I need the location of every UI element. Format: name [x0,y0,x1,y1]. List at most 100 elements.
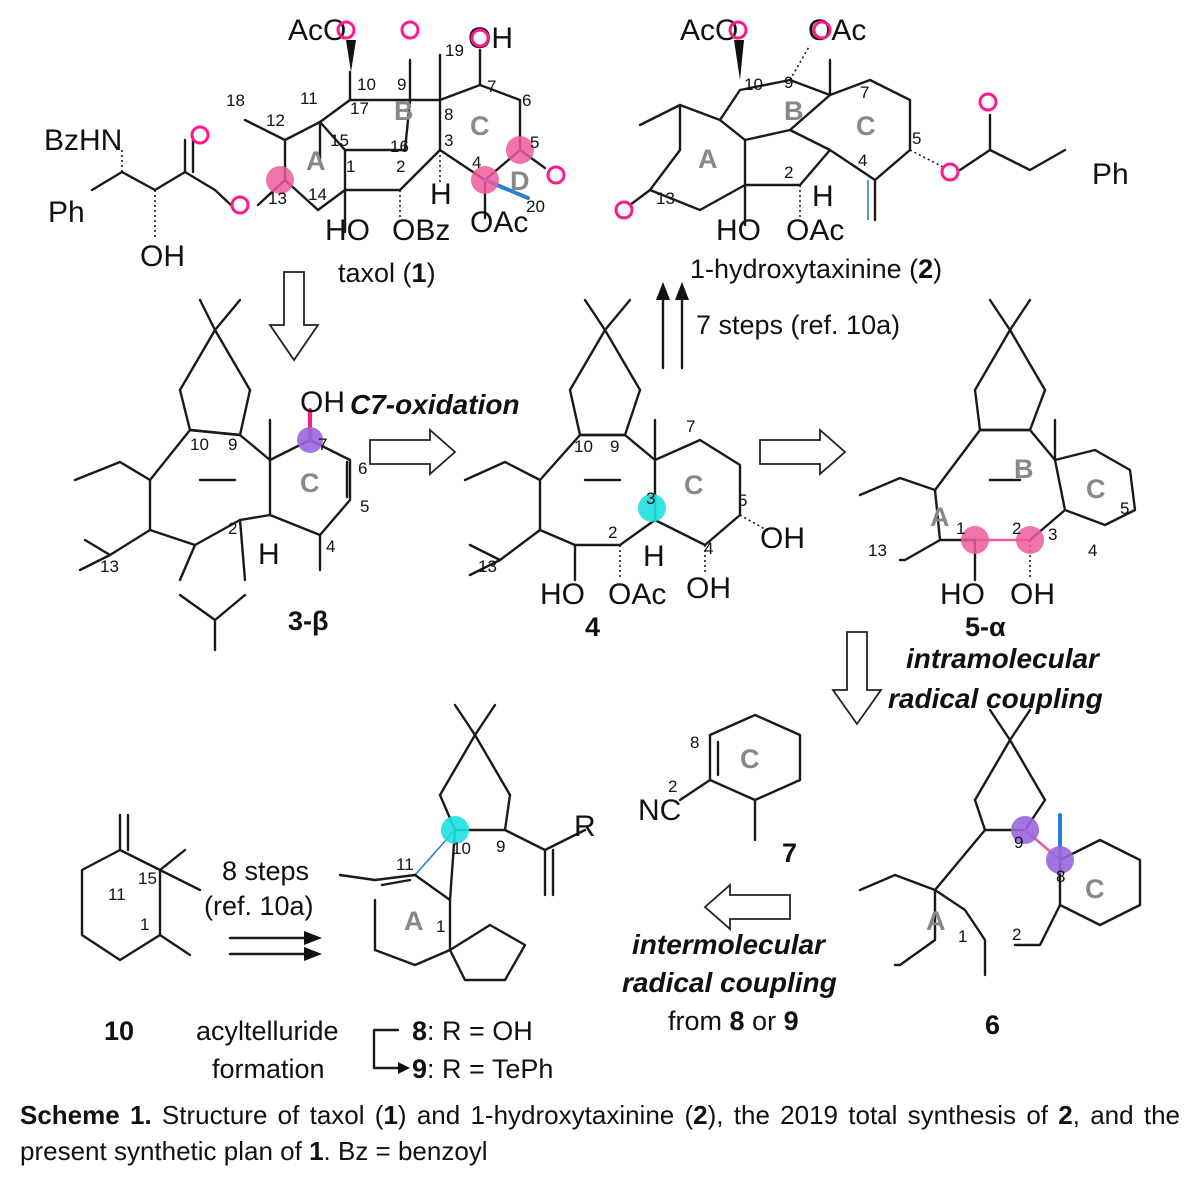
atom-number: 2 [396,157,405,176]
arrow-right-to-5a [759,428,847,476]
atom-number: 15 [138,869,157,888]
scheme-caption: Scheme 1. Structure of taxol (1) and 1-h… [20,1097,1180,1169]
oxygen-atom-marker [400,20,420,40]
atom-number: 3 [444,131,453,150]
atom-number: 5 [738,491,747,510]
compound-4-oh-label: OH [760,522,805,555]
atom-number: 5 [912,129,921,148]
oxygen-atom-marker [728,20,748,40]
compound-7-ring-c: C [740,744,760,774]
compound-10-structure: 15 11 1 10 [80,813,202,1046]
taxol-ring-b: B [394,96,414,126]
compound-6-ring-c: C [1085,874,1105,904]
atom-number: 4 [858,151,867,170]
arrow-right-c7 [369,428,457,476]
hydroxytaxinine-structure: AcO OAc Ph HO OAc H A B C 10 9 7 5 4 2 1… [628,14,1129,284]
cyan-atom-marker [638,494,666,522]
taxol-h-label: H [430,178,452,211]
atom-number: 7 [686,417,695,436]
atom-number: 17 [350,99,369,118]
atom-number: 2 [1012,519,1021,538]
taxol-side-oh-label: OH [140,240,185,273]
compound-8-r-label: R [574,810,596,843]
compound-10-atom-numbers: 15 11 1 [108,869,157,934]
compound-8-atom-numbers: 10 9 11 1 [396,837,505,936]
caption-ref: 2 [693,1100,708,1130]
hydroxytaxinine-oac2-label: OAc [786,214,844,247]
atom-number: 10 [357,75,376,94]
oxygen-atom-marker [812,20,832,40]
atom-number: 1 [956,519,965,538]
atom-number: 14 [308,185,327,204]
compound-4-structure: C OH HO OAc OH H 7 10 9 3 5 2 4 13 4 [463,298,805,642]
hydroxytaxinine-name: 1-hydroxytaxinine (2) [690,254,942,284]
atom-number: 18 [226,91,245,110]
intermolecular-line1: intermolecular [632,929,827,960]
hydroxytaxinine-ring-a: A [698,144,718,174]
atom-number: 8 [690,733,699,752]
compound-3b-h-label: H [258,538,280,571]
oxygen-atom-marker [614,200,634,220]
caption-ref: 1 [309,1136,324,1166]
atom-number: 11 [108,885,126,904]
taxol-name: taxol (1) [338,258,436,288]
atom-number: 8 [444,105,453,124]
compound-3b-ring-c: C [300,468,320,498]
c7-oxidation-label: C7-oxidation [350,389,520,420]
compound-5a-ho-label: HO [940,578,985,611]
atom-number: 19 [445,41,464,60]
compound-4-atom-numbers: 7 10 9 3 5 2 4 13 [478,417,747,576]
compound-6-structure: A C 9 8 1 2 6 [858,708,1142,1040]
compound-4-ho-label: HO [540,578,585,611]
acyltelluride-line2: formation [212,1054,325,1084]
atom-number: 11 [396,855,414,874]
compound-9-row: 9: R = TePh [412,1054,553,1084]
hydroxytaxinine-h-label: H [812,180,834,213]
compound-8-ring-a: A [404,906,424,936]
atom-number: 4 [1088,541,1097,560]
oxygen-atom-marker [190,125,210,145]
taxol-ring-c: C [470,111,490,141]
atom-number: 4 [472,153,481,172]
compound-8-9-structure: A R 10 9 11 1 [338,703,596,982]
atom-number: 9 [228,435,237,454]
caption-ref: 1 [383,1100,398,1130]
taxol-ho-label: HO [325,214,370,247]
compound-4-label: 4 [585,612,600,642]
oxygen-atom-marker [978,92,998,112]
arrow-down-taxol [268,271,320,362]
compound-4-ring-c: C [684,470,704,500]
bracket-arrow [372,1028,402,1070]
pink-atom-marker [266,166,294,194]
atom-number: 20 [526,197,545,216]
compound-5a-structure: A B C HO OH 1 2 3 5 4 13 5-α [858,298,1137,642]
atom-number: 4 [704,539,713,558]
atom-number: 3 [1048,525,1057,544]
atom-number: 8 [1056,867,1065,886]
compound-5a-atom-numbers: 1 2 3 5 4 13 [868,499,1129,560]
compound-4-h-label: H [643,540,665,573]
compound-6-ring-a: A [926,906,946,936]
compound-5a-ring-b: B [1014,454,1034,484]
caption-text: Structure of taxol ( [151,1100,384,1130]
compound-5a-label: 5-α [965,612,1006,642]
atom-number: 7 [487,77,496,96]
taxol-oac-label: OAc [470,206,528,239]
atom-number: 9 [397,75,406,94]
compound-4-oh2-label: OH [686,572,731,605]
atom-number: 10 [190,435,209,454]
atom-number: 13 [100,557,119,576]
arrow-down-to-6 [831,631,883,726]
pink-atom-marker [471,166,499,194]
arrow-up-7-steps [656,282,689,370]
intermolecular-line2: radical coupling [622,967,837,998]
bracket-arrowhead [398,1062,410,1074]
atom-number: 2 [1012,925,1021,944]
taxol-obz-label: OBz [392,214,450,247]
atom-number: 9 [496,837,505,856]
atom-number: 10 [744,75,763,94]
taxol-ring-d: D [510,166,530,196]
compound-7-label: 7 [782,838,797,868]
compound-3b-label: 3-β [288,606,329,636]
atom-number: 6 [358,459,367,478]
